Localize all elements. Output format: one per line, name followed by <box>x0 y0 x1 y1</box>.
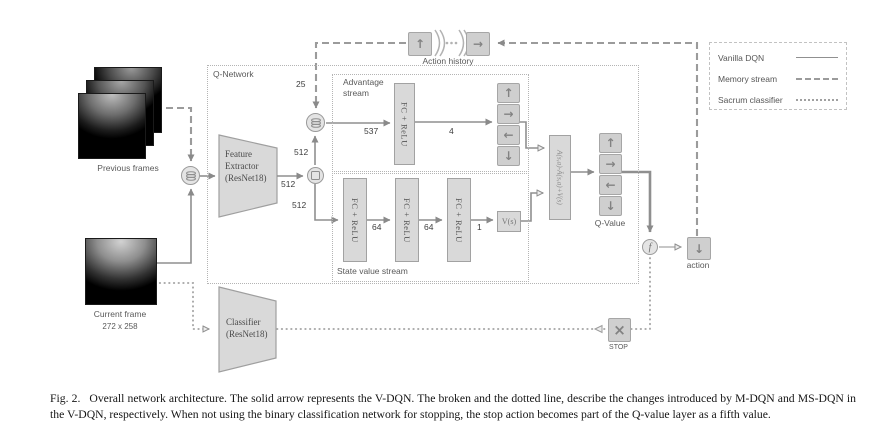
q-value-label: Q-Value <box>594 218 626 228</box>
q-network-container <box>207 65 639 284</box>
dim-512-out: 512 <box>281 179 296 189</box>
fc-relu-label: FC + ReLU <box>350 197 360 243</box>
arrow-left-icon: ← <box>605 178 616 192</box>
dashed-line-sample <box>796 77 838 80</box>
state-value-stream-container <box>332 173 529 282</box>
figure-caption: Fig. 2.Overall network architecture. The… <box>50 391 856 424</box>
connector-layer <box>154 29 699 373</box>
advantage-action-left: ← <box>497 125 520 145</box>
arrow-up-icon: ↑ <box>414 37 426 51</box>
classifier-stream-connectors <box>154 257 651 329</box>
arrow-right-icon: → <box>472 37 484 51</box>
q-network-label: Q-Network <box>213 69 254 79</box>
selector-f-label: f <box>648 241 652 253</box>
solid-connectors <box>155 118 681 264</box>
feature-split-node <box>307 167 324 184</box>
action-selector-node: f <box>642 239 658 255</box>
qvalue-action-left: ← <box>599 175 622 195</box>
arrow-left-icon: ← <box>503 128 514 142</box>
legend: Vanilla DQN Memory stream Sacrum classif… <box>709 42 847 110</box>
fc-relu-label: FC + ReLU <box>399 101 410 147</box>
aggregation-block: A(s,a)-Ā(s,a)+V(s) <box>549 135 571 220</box>
action-output-box: ↓ <box>687 237 711 260</box>
caption-text: Overall network architecture. The solid … <box>50 391 856 422</box>
arrow-down-icon: ↓ <box>605 199 616 213</box>
state-fc-block-2: FC + ReLU <box>395 178 419 262</box>
legend-item-sacrum-classifier: Sacrum classifier <box>710 89 846 110</box>
action-history-label: Action history <box>422 56 474 66</box>
dim-512-top: 512 <box>294 147 309 157</box>
arrow-up-icon: ↑ <box>605 136 616 150</box>
advantage-action-down: ↓ <box>497 146 520 166</box>
feature-extractor-shape <box>218 134 278 218</box>
x-icon: × <box>613 320 626 339</box>
dotted-line-sample <box>796 98 838 101</box>
history-break-dots <box>445 41 458 45</box>
stop-box: × <box>608 318 631 342</box>
figure-number: Fig. 2. <box>50 391 81 405</box>
dim-4: 4 <box>449 126 454 136</box>
dim-537: 537 <box>364 126 379 136</box>
stack-icon <box>185 170 196 181</box>
action-label: action <box>686 260 710 270</box>
advantage-action-right: → <box>497 104 520 124</box>
classifier-label: Classifier (ResNet18) <box>226 317 268 339</box>
current-frame-size: 272 x 258 <box>102 322 138 331</box>
stack-icon <box>310 117 321 128</box>
arrow-right-icon: → <box>605 157 616 171</box>
classifier-shape <box>218 286 277 373</box>
legend-label: Sacrum classifier <box>718 94 783 105</box>
memory-concat-node <box>306 113 325 132</box>
aggregation-formula: A(s,a)-Ā(s,a)+V(s) <box>555 150 565 205</box>
arrow-right-icon: → <box>503 107 514 121</box>
history-action-up: ↑ <box>408 32 432 56</box>
advantage-stream-label: Advantage stream <box>343 77 384 98</box>
arrow-down-icon: ↓ <box>503 149 514 163</box>
copy-icon <box>311 171 320 180</box>
fc-relu-label: FC + ReLU <box>402 197 412 243</box>
solid-line-sample <box>796 57 838 58</box>
v-of-s-label: V(s) <box>501 217 517 226</box>
fc-relu-label: FC + ReLU <box>454 197 464 243</box>
state-fc-block-1: FC + ReLU <box>343 178 367 262</box>
arrow-up-icon: ↑ <box>503 86 514 100</box>
qvalue-action-right: → <box>599 154 622 174</box>
feature-extractor-label: Feature Extractor (ResNet18) <box>225 149 267 183</box>
dim-64-b: 64 <box>424 222 434 232</box>
legend-label: Memory stream <box>718 73 778 84</box>
state-value-output-box: V(s) <box>497 211 521 232</box>
stop-label: STOP <box>609 344 628 351</box>
qvalue-action-down: ↓ <box>599 196 622 216</box>
frame-concat-node <box>181 166 200 185</box>
dim-1: 1 <box>477 222 482 232</box>
dim-512-bottom: 512 <box>292 200 307 210</box>
arrow-down-icon: ↓ <box>693 241 705 256</box>
state-fc-block-3: FC + ReLU <box>447 178 471 262</box>
legend-item-vanilla-dqn: Vanilla DQN <box>710 47 846 68</box>
advantage-stream-container <box>332 74 529 172</box>
legend-item-memory-stream: Memory stream <box>710 68 846 89</box>
advantage-fc-block: FC + ReLU <box>394 83 415 165</box>
dim-64-a: 64 <box>372 222 382 232</box>
memory-stream-connectors <box>155 39 699 236</box>
stop-left-arrowhead <box>593 324 603 334</box>
dim-memory-25: 25 <box>296 79 306 89</box>
advantage-action-up: ↑ <box>497 83 520 103</box>
previous-frame-1 <box>78 93 146 159</box>
qvalue-action-up: ↑ <box>599 133 622 153</box>
previous-frames-label: Previous frames <box>97 163 159 173</box>
current-frame-label: Current frame <box>93 309 147 319</box>
current-frame-image <box>85 238 157 305</box>
state-value-stream-label: State value stream <box>337 266 408 276</box>
legend-label: Vanilla DQN <box>718 52 765 63</box>
history-action-right: → <box>466 32 490 56</box>
